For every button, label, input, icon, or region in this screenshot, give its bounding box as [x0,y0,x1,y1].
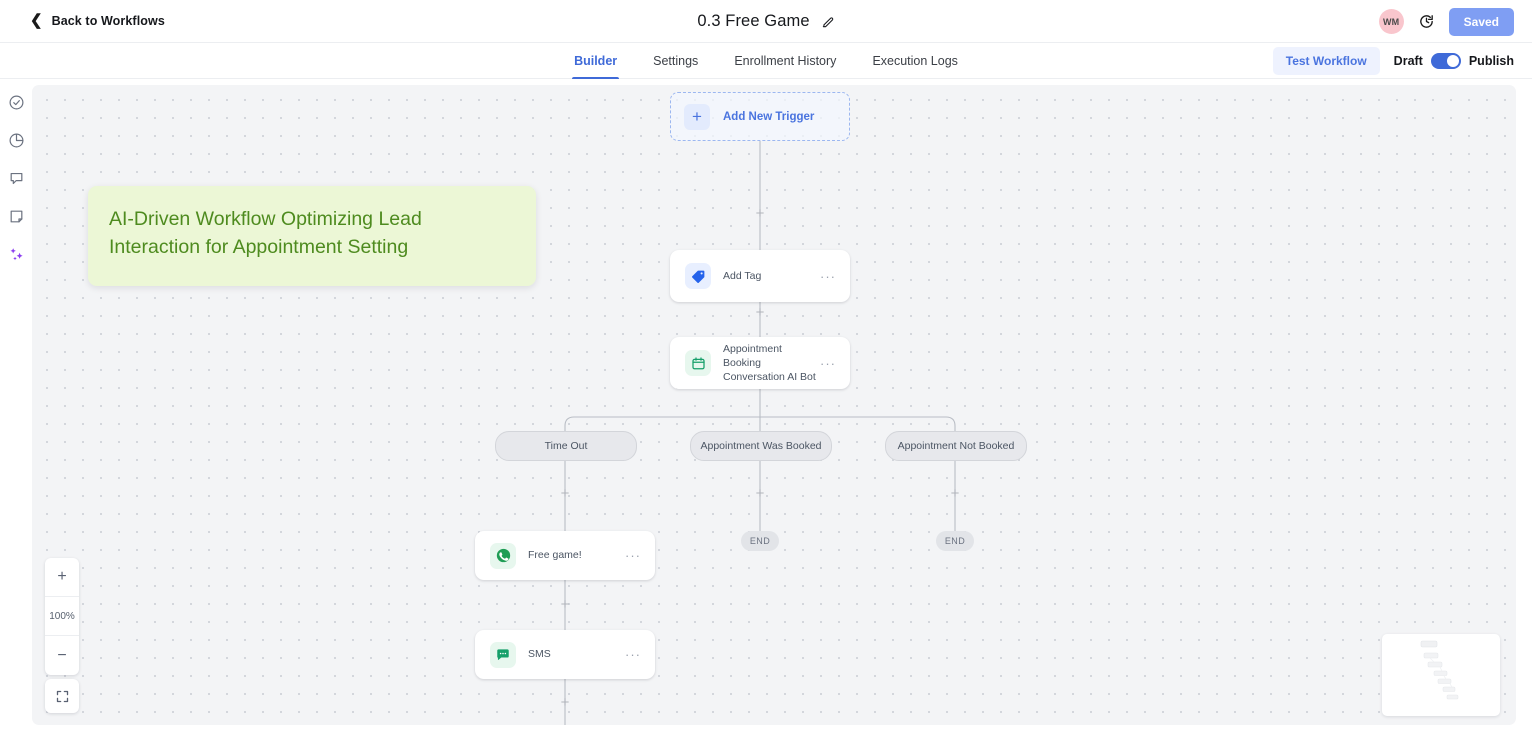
top-header: ❮ Back to Workflows 0.3 Free Game WM Sav… [0,0,1532,43]
node-sms-label: SMS [528,648,551,661]
tab-bar-actions: Test Workflow Draft Publish [1272,43,1514,79]
saved-button[interactable]: Saved [1448,7,1514,36]
fit-screen-button[interactable] [45,679,79,713]
title-area: 0.3 Free Game [0,0,1532,43]
tag-icon [685,263,711,289]
add-step-handle[interactable]: + [560,485,570,502]
fit-screen-icon [56,690,68,702]
connector-lines [564,141,956,725]
tab-enrollment-history[interactable]: Enrollment History [734,54,837,68]
node-menu-button[interactable]: ··· [625,647,641,662]
zoom-in-button[interactable]: + [45,558,79,597]
add-new-trigger-label: Add New Trigger [723,110,815,123]
sms-bubble-icon [490,641,516,668]
node-free-game-label: Free game! [528,549,582,562]
pie-chart-icon[interactable] [6,130,26,150]
calendar-icon [685,350,711,376]
add-step-handle[interactable]: + [755,304,765,321]
add-step-handle[interactable]: + [560,596,570,613]
end-node[interactable]: END [936,531,974,551]
left-rail [0,79,32,733]
zoom-out-button[interactable]: − [45,636,79,675]
sparkle-ai-icon[interactable] [6,244,26,264]
publish-label: Publish [1468,54,1514,68]
tab-list: Builder Settings Enrollment History Exec… [0,43,1532,79]
add-step-handle[interactable]: + [755,485,765,502]
branch-time-out[interactable]: Time Out [495,431,637,461]
note-icon[interactable] [6,206,26,226]
node-free-game-whatsapp[interactable]: Free game! ··· [475,531,655,580]
publish-toggle-group: Draft Publish [1394,53,1514,69]
zoom-controls: + 100% − [45,558,79,675]
zoom-level-label[interactable]: 100% [45,597,79,636]
node-add-tag[interactable]: Add Tag ··· [670,250,850,302]
branch-appointment-was-booked[interactable]: Appointment Was Booked [690,431,832,461]
tab-builder[interactable]: Builder [572,43,620,79]
comment-icon[interactable] [6,168,26,188]
back-to-workflows-label: Back to Workflows [51,14,165,28]
minimap[interactable] [1382,634,1500,716]
node-menu-button[interactable]: ··· [820,355,836,371]
draft-label: Draft [1393,54,1423,68]
plus-icon: + [684,103,710,130]
add-step-handle[interactable]: + [755,205,765,222]
header-actions: WM Saved [1378,0,1514,43]
add-step-handle[interactable]: + [560,694,570,711]
plus-icon: + [57,568,67,585]
add-new-trigger-node[interactable]: + Add New Trigger [670,92,850,141]
whatsapp-icon [490,542,516,569]
node-menu-button[interactable]: ··· [625,548,641,563]
back-to-workflows-button[interactable]: ❮ Back to Workflows [30,12,165,29]
workflow-canvas[interactable]: + + + + + + + + Add New Trigger Add Tag … [32,85,1516,725]
publish-toggle[interactable] [1430,53,1461,69]
page-title: 0.3 Free Game [697,12,810,30]
annotation-note[interactable]: AI-Driven Workflow Optimizing Lead Inter… [88,186,536,286]
node-menu-button[interactable]: ··· [820,268,836,284]
node-sms[interactable]: SMS ··· [475,630,655,679]
history-clock-icon[interactable] [1418,13,1435,30]
annotation-text: AI-Driven Workflow Optimizing Lead Inter… [109,208,422,258]
node-add-tag-label: Add Tag [723,269,762,282]
avatar[interactable]: WM [1378,9,1404,34]
chevron-left-icon: ❮ [30,12,43,29]
pencil-icon[interactable] [821,15,835,29]
branch-appointment-not-booked[interactable]: Appointment Not Booked [885,431,1027,461]
tab-bar: Builder Settings Enrollment History Exec… [0,43,1532,79]
minus-icon: − [57,646,67,664]
node-appointment-booking-bot-label: Appointment Booking Conversation AI Bot [723,342,816,384]
tab-settings[interactable]: Settings [653,54,699,68]
check-circle-icon[interactable] [6,92,26,112]
node-appointment-booking-bot[interactable]: Appointment Booking Conversation AI Bot … [670,337,850,389]
tab-execution-logs[interactable]: Execution Logs [872,54,958,68]
add-step-handle[interactable]: + [950,485,960,502]
end-node[interactable]: END [741,531,779,551]
test-workflow-button[interactable]: Test Workflow [1272,47,1380,75]
